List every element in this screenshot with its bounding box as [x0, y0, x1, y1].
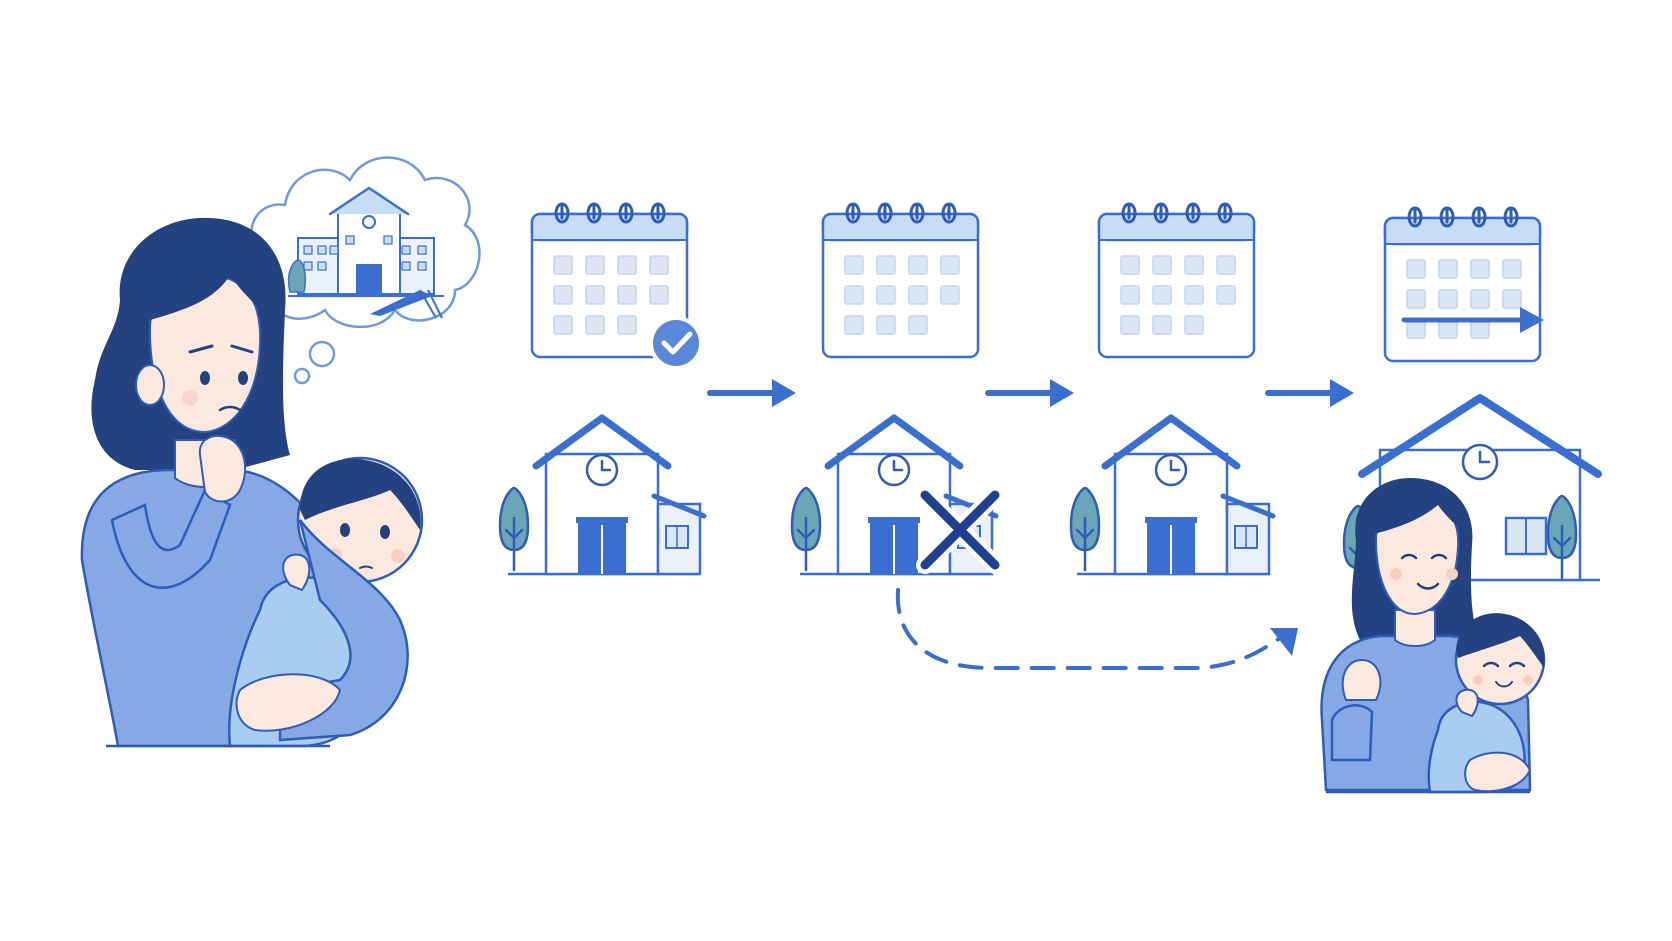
nursery-school-icon	[800, 418, 996, 574]
calendar-icon	[1383, 206, 1542, 363]
calendar-icon	[821, 202, 980, 359]
check-circle-icon	[649, 316, 703, 370]
calendar-icon	[1097, 202, 1256, 359]
thought-bubble	[247, 156, 481, 385]
tree-icon	[498, 486, 530, 572]
nursery-school-icon	[1077, 418, 1273, 574]
arrow-right-icon	[988, 379, 1074, 407]
step-3	[1069, 202, 1273, 574]
step-2	[790, 202, 1004, 574]
dashed-curve-arrow-icon	[895, 588, 1298, 670]
worried-mother-with-baby	[80, 217, 424, 748]
happy-mother-with-baby	[1320, 478, 1546, 794]
tree-icon	[790, 486, 822, 572]
nursery-school-icon	[508, 418, 704, 574]
arrow-right-icon	[1268, 379, 1354, 407]
school-building-icon	[287, 186, 444, 319]
tree-icon	[1069, 486, 1101, 572]
step-1	[498, 202, 704, 574]
arrow-right-icon	[710, 379, 796, 407]
arrow-right-icon	[1401, 307, 1544, 333]
x-mark-icon	[916, 486, 1004, 574]
